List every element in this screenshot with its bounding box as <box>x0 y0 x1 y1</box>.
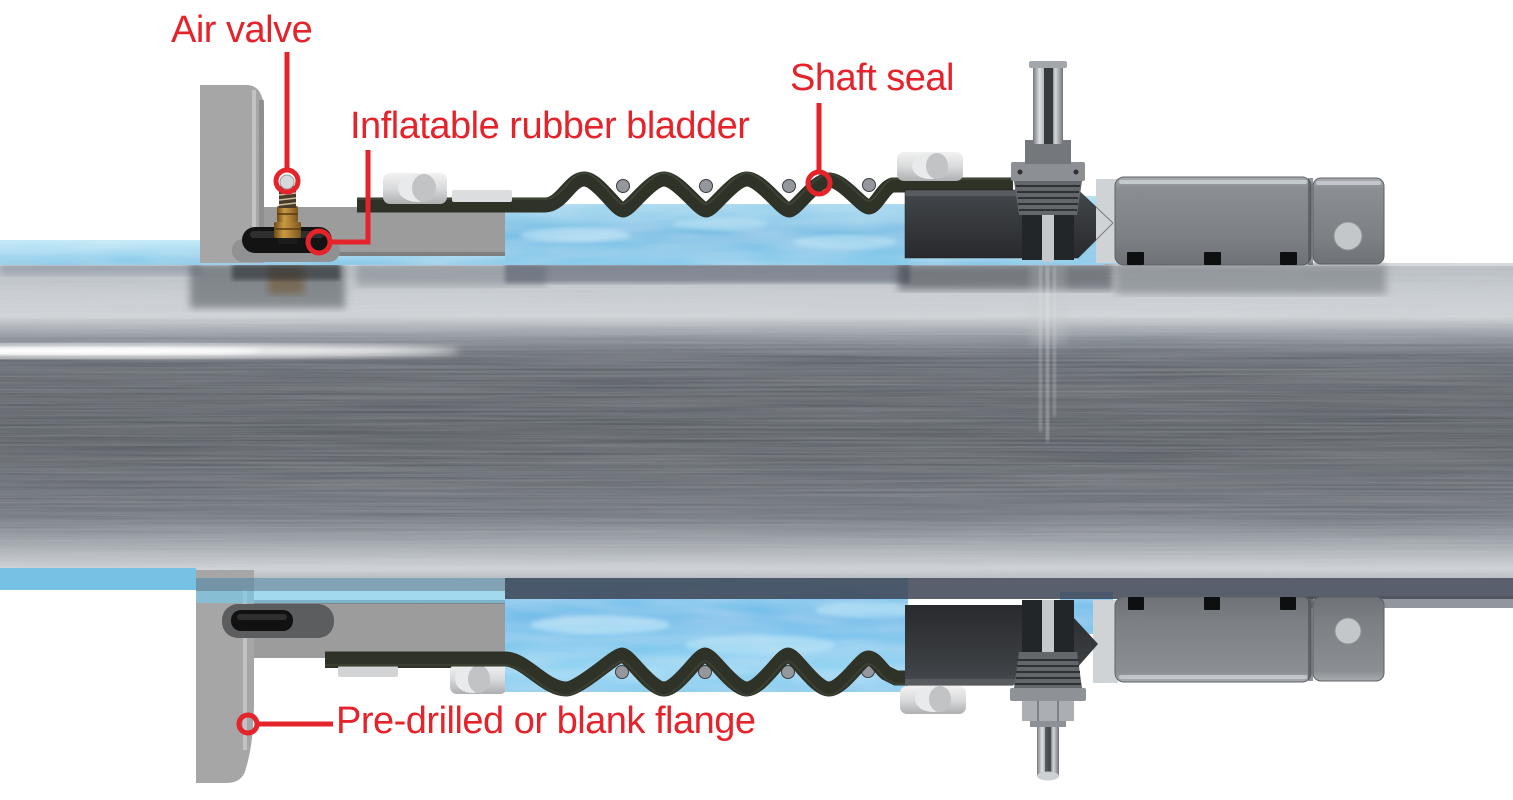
upper-box-notch-3 <box>1280 252 1297 265</box>
lower-flange-edge-highlight <box>243 590 247 750</box>
shaft-reflections <box>0 263 1386 441</box>
lower-right-clamp <box>900 686 966 714</box>
upper-left-clamp <box>383 173 447 204</box>
upper-right-clamp <box>897 152 963 181</box>
lower-waterline-overlay <box>196 578 510 603</box>
upper-flange-edge-highlight <box>252 90 256 260</box>
shaft-body <box>0 263 1513 578</box>
inflatable-rubber-bladder-label: Inflatable rubber bladder <box>350 105 750 147</box>
shaft-highlight-core <box>0 347 260 355</box>
lower-gland-hex-nut <box>1022 701 1074 721</box>
upper-assembly <box>200 61 1385 266</box>
lower-gland-threads <box>1014 652 1082 688</box>
upper-gland-flange-ears <box>1011 162 1085 181</box>
air-valve-cap <box>279 174 295 190</box>
lower-gland-washer <box>1030 721 1066 727</box>
shaft <box>0 263 1513 578</box>
upper-small-plate <box>452 190 512 202</box>
upper-flange <box>200 85 264 263</box>
upper-box-notch-2 <box>1204 252 1221 265</box>
lower-gland-collar <box>1010 688 1086 701</box>
shaft-seal-marker <box>805 169 833 197</box>
upper-bladder-top-sheen <box>357 171 1013 206</box>
upper-gland-housing <box>905 190 1113 258</box>
upper-gland-tube-cap <box>1029 61 1067 68</box>
upper-bladder-pins <box>616 178 876 193</box>
upper-gland <box>1011 61 1085 262</box>
lower-waterline-strip <box>0 568 196 590</box>
upper-gland-tube-core <box>1044 66 1053 144</box>
lower-reflection-band <box>505 578 1513 599</box>
lower-gland <box>1010 600 1086 781</box>
upper-gland-housing-topband <box>905 190 1073 196</box>
bladder-leader-line <box>332 150 371 245</box>
air-valve-base <box>278 236 297 244</box>
lower-left-clamp <box>450 664 507 694</box>
air-valve-marker <box>273 167 301 195</box>
lower-bladder-sheen <box>325 659 1013 697</box>
lower-cone <box>1093 600 1118 683</box>
lower-bladder-slot <box>231 610 293 631</box>
upper-bladder <box>357 171 1013 218</box>
lower-gland-thread-ribs <box>1015 659 1081 685</box>
lower-box-notch-2 <box>1204 597 1220 610</box>
upper-boxes <box>1114 176 1385 266</box>
lower-bladder-pins <box>615 664 875 679</box>
upper-water-glints <box>520 218 897 249</box>
pre-drilled-or-blank-flange-label: Pre-drilled or blank flange <box>336 700 756 742</box>
flange-marker <box>236 712 260 736</box>
lower-box-notch-3 <box>1280 597 1296 610</box>
upper-flange-edge-shade <box>259 100 264 260</box>
callout-leaders <box>236 52 833 736</box>
lower-gland-housing-bottomband <box>905 679 1060 685</box>
upper-housing-bottom-edge <box>264 252 505 256</box>
lower-bladder <box>325 647 1013 697</box>
lower-small-plate <box>338 666 398 677</box>
air-valve-label: Air valve <box>171 9 313 51</box>
lower-reflection-band-left <box>196 578 505 591</box>
lower-gland-inner-rod <box>1042 600 1054 654</box>
lower-box-notch-1 <box>1128 597 1144 610</box>
lower-boxes <box>1114 596 1385 683</box>
upper-gland-thread-ribs <box>1016 185 1080 211</box>
lower-gland-rod-cap <box>1037 771 1059 781</box>
bladder-marker <box>305 228 333 256</box>
lower-box-port <box>1334 617 1362 645</box>
upper-gland-inner-rod <box>1042 212 1054 262</box>
shaft-seal-label: Shaft seal <box>790 57 955 99</box>
lower-assembly <box>0 568 1513 783</box>
upper-big-box <box>1114 176 1312 266</box>
upper-box-notch-1 <box>1127 252 1144 265</box>
upper-small-box <box>1312 177 1385 265</box>
upper-box-port <box>1333 221 1363 251</box>
